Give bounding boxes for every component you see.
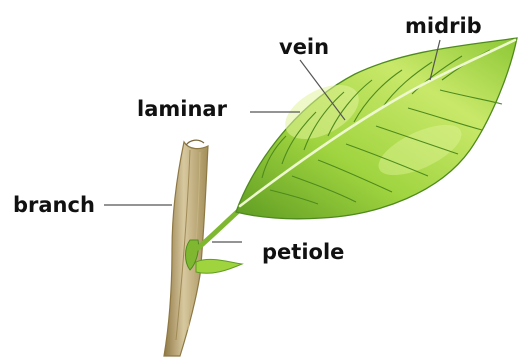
petiole-label: petiole (262, 242, 344, 263)
branch-label: branch (13, 195, 95, 216)
leaf-blade (236, 38, 517, 219)
vein-label: vein (279, 37, 329, 58)
laminar-label: laminar (137, 99, 227, 120)
midrib-label: midrib (405, 16, 482, 37)
